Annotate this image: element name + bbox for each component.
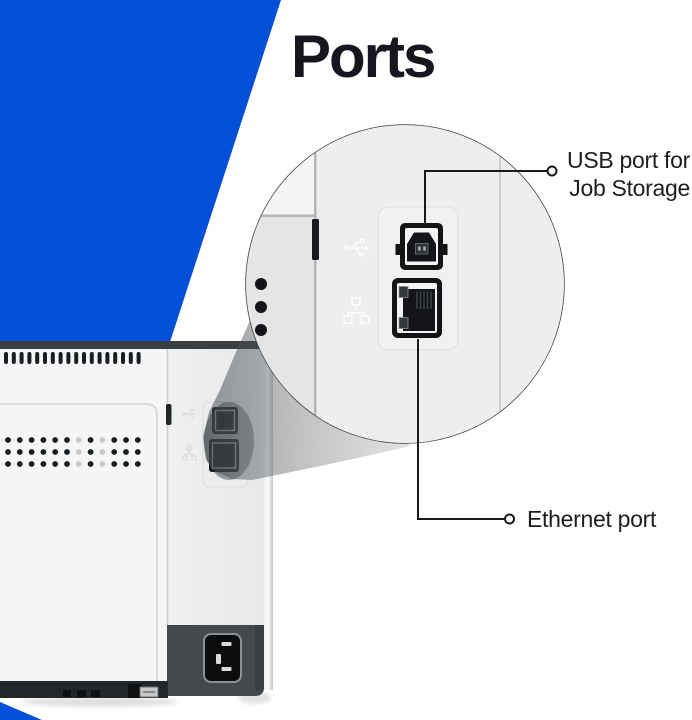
vent-hole-dot xyxy=(52,449,59,455)
magnified-horizontal-seam xyxy=(246,214,315,217)
vent-hole-dot xyxy=(111,449,118,455)
vent-hole-dot xyxy=(28,461,35,467)
vent-slot xyxy=(43,352,47,364)
blue-accent-corner xyxy=(0,702,42,720)
vent-hole-dot xyxy=(123,461,129,467)
vent-hole-dot xyxy=(5,461,11,467)
foot-notch xyxy=(63,690,71,697)
usb-port-magnified xyxy=(395,223,448,270)
vent-dot-grid xyxy=(5,437,141,467)
vent-hole-dot xyxy=(99,461,106,467)
vent-slot xyxy=(113,352,118,364)
vent-hole-dot xyxy=(28,449,35,455)
vent-hole-dot xyxy=(64,461,70,467)
usb-icon xyxy=(343,238,370,257)
ethernet-port-magnified xyxy=(392,278,442,338)
vent-hole-dot xyxy=(134,461,141,467)
usb-icon-small xyxy=(182,409,196,419)
vent-hole-dot xyxy=(52,437,59,443)
printer-shadow xyxy=(22,697,178,707)
page-title: Ports xyxy=(291,23,436,90)
vent-hole-dot xyxy=(40,449,47,455)
magnified-right-seam xyxy=(499,125,501,443)
usb-port-label-line2: Job Storage xyxy=(569,175,690,201)
vent-slot xyxy=(11,352,16,364)
vent-hole-dot xyxy=(5,437,11,443)
power-pin-middle xyxy=(216,654,221,664)
vent-hole-dot xyxy=(123,437,129,443)
vent-hole-dot xyxy=(99,437,106,443)
vent-hole-dot xyxy=(16,437,23,443)
magnifier-circle xyxy=(245,124,565,444)
vent-slot xyxy=(136,352,141,364)
vent-hole-dot xyxy=(40,437,47,443)
vent-hole-dot xyxy=(64,449,70,455)
usb-port-label: USB port for Job Storage xyxy=(567,146,690,202)
vent-slot xyxy=(128,352,133,364)
vent-slot xyxy=(82,352,86,364)
foot-notch xyxy=(91,690,100,697)
magnified-vent-bar xyxy=(312,219,319,260)
vent-slot xyxy=(58,352,63,364)
vent-hole-dot xyxy=(5,449,11,455)
usb-callout-marker xyxy=(546,165,558,177)
power-section-shade xyxy=(255,625,264,691)
vent-hole-dot xyxy=(16,461,23,467)
blue-accent-band xyxy=(0,0,281,342)
vent-hole-dot xyxy=(87,449,94,455)
vent-slot xyxy=(97,352,102,364)
vent-slot xyxy=(121,352,125,364)
vent-slot xyxy=(66,352,71,364)
vent-hole xyxy=(255,324,267,336)
vent-slot xyxy=(89,352,94,364)
vent-hole xyxy=(255,301,267,313)
usb-callout-line xyxy=(424,170,547,224)
vent-hole-dot xyxy=(111,437,118,443)
power-pin-bottom xyxy=(221,667,232,671)
vent-hole-dot xyxy=(75,449,82,455)
vent-slot xyxy=(105,352,110,364)
vent-slot xyxy=(50,352,55,364)
ethernet-callout-marker xyxy=(504,513,515,525)
foot-notch xyxy=(77,690,86,697)
vent-bar xyxy=(166,404,172,425)
magnifier-source-ellipse xyxy=(204,402,254,480)
vent-hole-dot xyxy=(134,437,141,443)
usb-port-label-line1: USB port for xyxy=(567,147,690,173)
magnified-corner-seam xyxy=(314,125,317,443)
vent-hole-dot xyxy=(99,449,106,455)
vent-hole-dot xyxy=(52,461,59,467)
vent-hole-dot xyxy=(111,461,118,467)
ethernet-network-icon xyxy=(343,297,370,324)
vent-hole xyxy=(255,278,267,290)
vent-slots xyxy=(4,352,141,364)
rj45-pins xyxy=(416,291,432,309)
ethernet-callout-line xyxy=(417,339,504,520)
vent-hole-dot xyxy=(134,449,141,455)
bottom-connector xyxy=(128,684,159,698)
vent-hole-dot xyxy=(16,449,23,455)
power-pin-top xyxy=(221,642,232,646)
vent-hole-dot xyxy=(87,461,94,467)
vent-slot xyxy=(19,352,24,364)
vent-hole-dot xyxy=(123,449,129,455)
printer-top-edge xyxy=(0,341,273,350)
vent-hole-dot xyxy=(75,437,82,443)
ethernet-network-icon-small xyxy=(182,445,197,461)
printer-door-seam xyxy=(0,403,158,681)
vent-hole-dot xyxy=(75,461,82,467)
vent-hole-dot xyxy=(87,437,94,443)
vent-slot xyxy=(74,352,79,364)
vent-slot xyxy=(27,352,32,364)
vent-hole-dot xyxy=(28,437,35,443)
printer-bottom-edge xyxy=(0,681,168,698)
power-inlet xyxy=(203,633,242,683)
vent-hole-dot xyxy=(40,461,47,467)
vent-slot xyxy=(4,352,8,364)
ethernet-port-label: Ethernet port xyxy=(527,506,657,532)
vent-hole-dot xyxy=(64,437,70,443)
vent-slot xyxy=(35,352,40,364)
callouts xyxy=(417,170,547,520)
